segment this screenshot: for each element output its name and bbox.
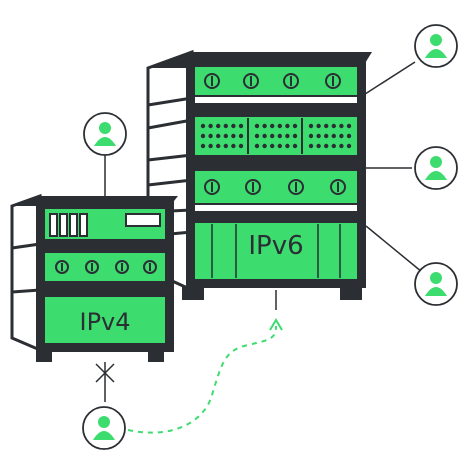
user-avatar-icon xyxy=(414,262,458,306)
server-unit-label xyxy=(193,221,359,281)
ipv4-server-rack: IPv4 xyxy=(10,193,178,362)
server-unit xyxy=(43,251,167,283)
server-unit-label xyxy=(43,295,167,345)
user-avatar-icon xyxy=(83,112,127,156)
dashed-arrow-up-icon xyxy=(269,318,283,331)
user-avatar-icon xyxy=(414,24,458,68)
connection-lines xyxy=(104,61,423,402)
dashed-arrow-path xyxy=(127,325,277,434)
server-unit-ports xyxy=(193,115,359,157)
ipv6-label: IPv6 xyxy=(248,231,303,261)
server-unit xyxy=(193,65,359,97)
x-mark-icon xyxy=(95,363,115,383)
user-avatar-icon xyxy=(414,146,458,190)
ipv6-server-rack: IPv6 xyxy=(146,49,372,300)
rack-side-panel xyxy=(10,193,42,353)
user-avatar-icon xyxy=(82,406,126,450)
ipv4-label: IPv4 xyxy=(79,308,130,336)
